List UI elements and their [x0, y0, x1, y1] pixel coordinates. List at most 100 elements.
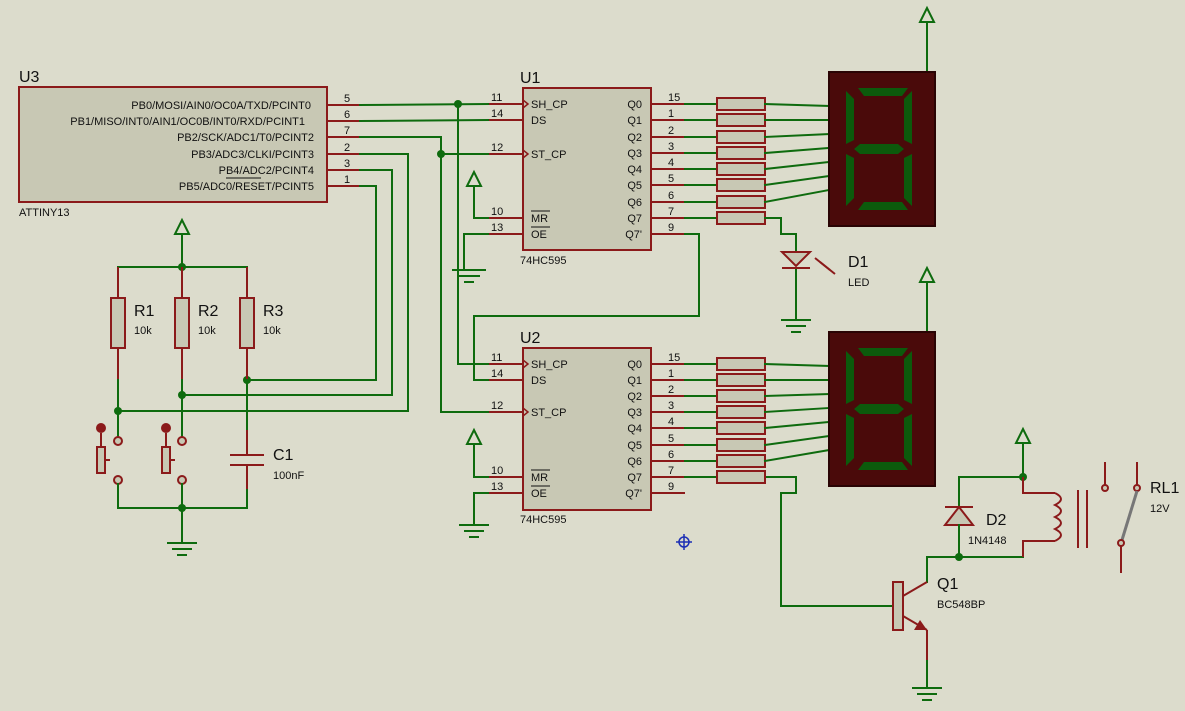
seven-segment-display-2 [828, 331, 936, 487]
u1-pin-label: Q7 [627, 213, 642, 225]
u3-pin-number: 1 [344, 174, 350, 186]
segment-resistor [716, 146, 766, 160]
u1-shift-register[interactable]: U1 74HC595 11 14 12 10 13 SH_CP DS ST_CP… [488, 70, 685, 267]
u3-pin-label: PB2/SCK/ADC1/T0/PCINT2 [177, 132, 314, 144]
u1-pin-number: 14 [491, 108, 503, 120]
u3-pin-number: 5 [344, 93, 350, 105]
push-button-2[interactable] [161, 423, 187, 509]
u1-pin-number: 12 [491, 142, 503, 154]
segment-wire [763, 102, 831, 108]
u1-pin-label: MR [531, 213, 548, 225]
u1-pin-label: Q7' [625, 229, 642, 241]
u2-shift-register[interactable]: U2 74HC595 11 14 12 10 13 SH_CP DS ST_CP… [488, 330, 685, 526]
u2-pin-number: 12 [491, 400, 503, 412]
segment-wire [763, 132, 831, 139]
u1-ref: U1 [520, 70, 541, 87]
d2-ref: D2 [986, 512, 1007, 529]
u3-pin-label: PB4/ADC2/PCINT4 [219, 165, 314, 177]
r2-ref: R2 [198, 303, 219, 320]
segment-wire [763, 146, 831, 155]
u3-pin-number: 7 [344, 125, 350, 137]
segment-wire [763, 362, 831, 368]
u1-value: 74HC595 [520, 255, 566, 267]
segment-resistor [716, 211, 766, 225]
segment-resistors-1 [684, 97, 831, 225]
u2-pin-number: 13 [491, 481, 503, 493]
ground-icon [167, 507, 197, 556]
u3-ref: U3 [19, 69, 40, 86]
segment-resistor [716, 421, 766, 435]
u2-ref: U2 [520, 330, 541, 347]
q1-ref: Q1 [937, 576, 958, 593]
u1-pin-number: 5 [668, 173, 674, 185]
u3-pin-number: 3 [344, 158, 350, 170]
segment-wire [763, 420, 831, 430]
u2-pin-number: 14 [491, 368, 503, 380]
u3-microcontroller[interactable]: U3 ATTINY13 PB0/MOSI/AIN0/OC0A/TXD/PCINT… [18, 69, 360, 219]
segment-resistors-2 [684, 357, 831, 484]
u1-pin-number: 9 [668, 222, 674, 234]
vcc-arrow-icon [918, 265, 936, 283]
u1-pin-number: 3 [668, 141, 674, 153]
ground-icon [459, 524, 489, 538]
rl1-value: 12V [1150, 503, 1170, 515]
segment-wire [763, 434, 831, 447]
u3-pin-label: PB5/ADC0/RESET/PCINT5 [179, 181, 314, 193]
u1-pin-number: 11 [491, 92, 502, 104]
segment-wire [763, 448, 831, 463]
segment-resistor [716, 405, 766, 419]
u2-value: 74HC595 [520, 514, 566, 526]
u2-pin-number: 15 [668, 352, 680, 364]
d1-led [764, 217, 836, 275]
u1-pin-number: 15 [668, 92, 680, 104]
u2-pin-label: Q4 [627, 423, 642, 435]
u2-pin-label: Q3 [627, 407, 642, 419]
c1-capacitor [230, 430, 264, 509]
u2-pin-label: Q5 [627, 440, 642, 452]
segment-resistor [716, 195, 766, 209]
u2-pin-label: Q7' [625, 488, 642, 500]
segment-resistor [716, 470, 766, 484]
vcc-arrow-icon [465, 427, 483, 445]
r3-body [239, 297, 255, 349]
u1-pin-label: ST_CP [531, 149, 566, 161]
segment-resistor [716, 130, 766, 144]
crosshair-cursor-icon [676, 534, 692, 550]
segment-wire [763, 392, 831, 398]
u1-pin-label: Q4 [627, 164, 642, 176]
d1-value: LED [848, 277, 869, 289]
u2-pin-label: Q1 [627, 375, 642, 387]
d2-value: 1N4148 [968, 535, 1007, 547]
segment-resistor [716, 178, 766, 192]
u1-pin-label: OE [531, 229, 547, 241]
u1-pin-label: Q3 [627, 148, 642, 160]
u2-pin-label: SH_CP [531, 359, 568, 371]
mcu-bus-wires [114, 100, 894, 607]
push-button-1[interactable] [96, 423, 123, 509]
u1-pin-label: DS [531, 115, 546, 127]
vcc-arrow-icon [1014, 426, 1032, 444]
u3-pin-label: PB1/MISO/INT0/AIN1/OC0B/INT0/RXD/PCINT1 [70, 116, 305, 128]
r3-ref: R3 [263, 303, 284, 320]
u1-pin-number: 13 [491, 222, 503, 234]
u3-pin-number: 2 [344, 142, 350, 154]
u2-pin-label: DS [531, 375, 546, 387]
u2-pin-number: 6 [668, 449, 674, 461]
r1-ref: R1 [134, 303, 155, 320]
u1-pin-number: 10 [491, 206, 503, 218]
u1-pin-number: 1 [668, 108, 674, 120]
segment-resistor [716, 438, 766, 452]
u1-pin-label: Q1 [627, 115, 642, 127]
u2-pin-label: OE [531, 488, 547, 500]
r1-value: 10k [134, 325, 152, 337]
u2-pin-label: MR [531, 472, 548, 484]
segment-wire [763, 406, 831, 414]
u1-pin-label: Q2 [627, 132, 642, 144]
seven-segment-display-1 [828, 71, 936, 227]
segment-resistor [716, 162, 766, 176]
u2-pin-label: Q6 [627, 456, 642, 468]
segment-wire [763, 174, 831, 187]
u2-pin-number: 9 [668, 481, 674, 493]
u1-pin-label: SH_CP [531, 99, 568, 111]
